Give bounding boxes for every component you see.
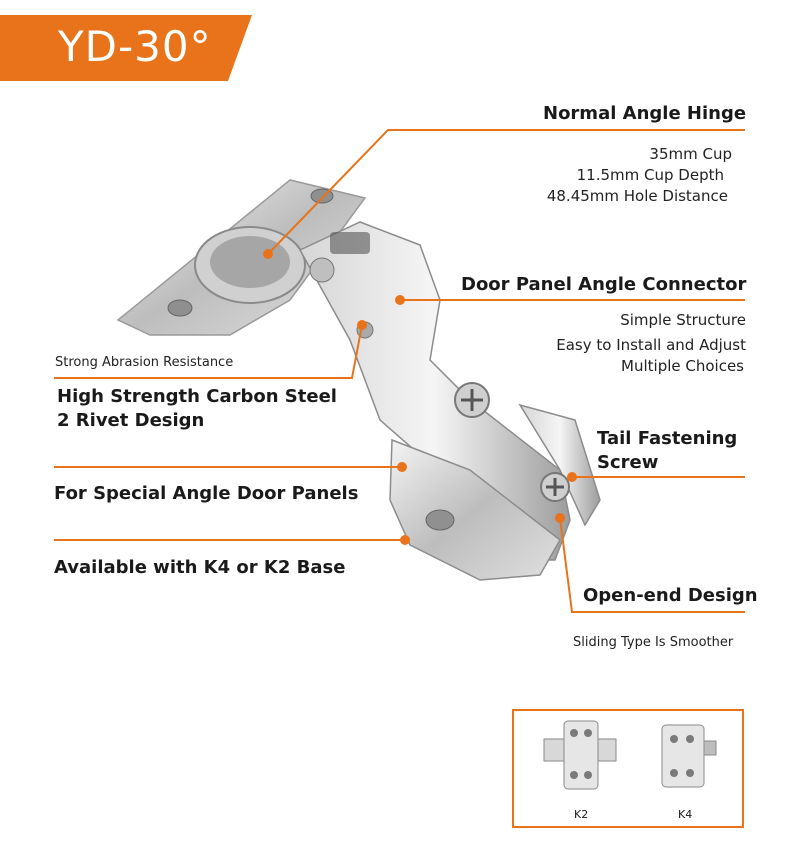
abrasion-caption: Strong Abrasion Resistance [55, 355, 234, 370]
spec-hole-distance: 48.45mm Hole Distance [546, 187, 728, 205]
normal-angle-title: Normal Angle Hinge [543, 103, 747, 124]
model-banner [0, 15, 252, 81]
connector-note-2: Easy to Install and Adjust [556, 336, 746, 354]
spec-cup-depth: 11.5mm Cup Depth [576, 166, 724, 184]
spec-cup: 35mm Cup [649, 145, 732, 163]
open-end-title: Open-end Design [583, 585, 758, 606]
connector-note-3: Multiple Choices [621, 357, 744, 375]
k2-base-image [543, 720, 617, 790]
model-title: YD-30° [58, 22, 212, 71]
connector-note-1: Simple Structure [620, 311, 746, 329]
tail-screw-title-1: Tail Fastening [597, 428, 738, 449]
tail-screw-title-2: Screw [597, 452, 659, 473]
special-angle-title: For Special Angle Door Panels [54, 483, 359, 504]
base-availability-title: Available with K4 or K2 Base [54, 557, 346, 578]
base-plates-illustration [543, 720, 717, 790]
carbon-steel-title: High Strength Carbon Steel [57, 386, 337, 407]
leader-lines [54, 129, 745, 613]
hinge-base-plate [389, 403, 601, 581]
k2-label: K2 [574, 808, 589, 821]
screw-icon [454, 382, 570, 502]
open-end-caption: Sliding Type Is Smoother [573, 635, 734, 650]
k4-base-image [661, 724, 717, 788]
leader-endpoints [263, 249, 577, 545]
base-options-panel: K2 K4 [512, 709, 744, 828]
connector-title: Door Panel Angle Connector [461, 274, 747, 295]
rivet-design-title: 2 Rivet Design [57, 410, 205, 431]
k4-label: K4 [678, 808, 693, 821]
